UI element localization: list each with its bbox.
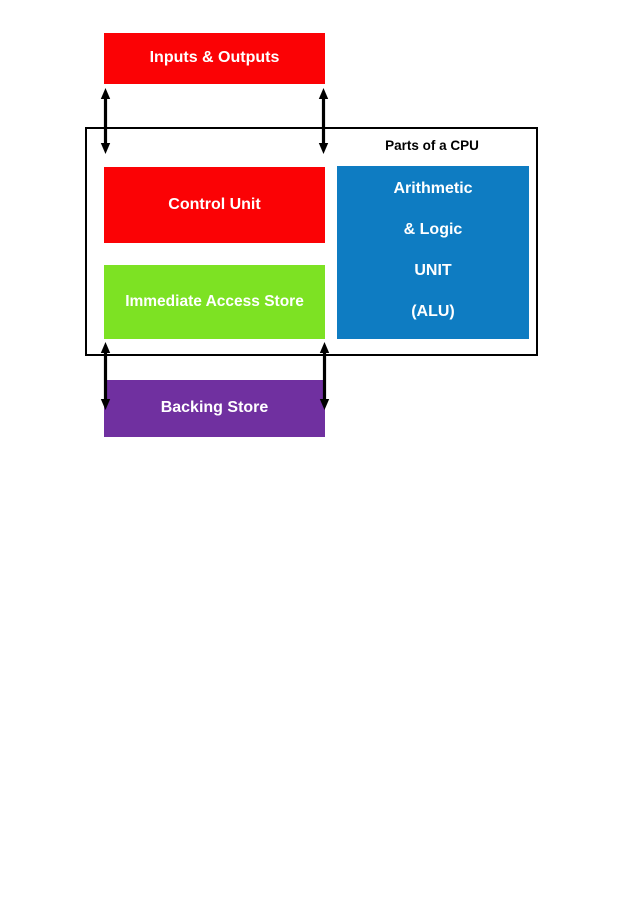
alu-label-line4: (ALU) — [411, 303, 455, 320]
cpu-to-backing-arrow-left-icon — [100, 342, 111, 410]
control-unit-label: Control Unit — [168, 195, 261, 213]
cpu-container-box: Parts of a CPU — [85, 127, 538, 356]
immediate-access-store-box: Immediate Access Store — [104, 265, 325, 339]
alu-label-line3: UNIT — [414, 262, 452, 279]
io-to-cpu-arrow-right-icon — [318, 88, 329, 154]
alu-label-line2: & Logic — [403, 221, 463, 238]
io-to-cpu-arrow-left-icon — [100, 88, 111, 154]
control-unit-box: Control Unit — [104, 167, 325, 243]
alu-box: Arithmetic & Logic UNIT (ALU) — [337, 166, 529, 339]
alu-label-line1: Arithmetic — [393, 180, 473, 197]
inputs-outputs-label: Inputs & Outputs — [149, 49, 280, 67]
immediate-access-store-label: Immediate Access Store — [125, 293, 304, 311]
inputs-outputs-box: Inputs & Outputs — [104, 33, 325, 84]
backing-store-box: Backing Store — [104, 380, 325, 437]
cpu-container-title: Parts of a CPU — [385, 138, 479, 153]
cpu-to-backing-arrow-right-icon — [319, 342, 330, 410]
backing-store-label: Backing Store — [160, 399, 269, 417]
